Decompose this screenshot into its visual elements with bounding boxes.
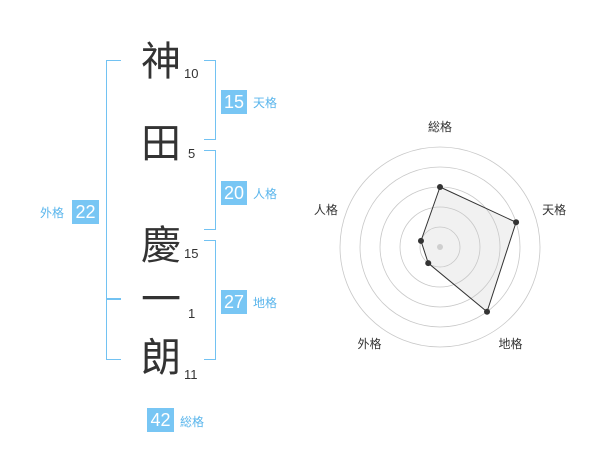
jinkaku-value-badge: 20 (221, 181, 247, 205)
stroke-count-1: 10 (184, 66, 199, 81)
radar-ring-1 (419, 226, 461, 268)
radar-axis-label-2: 天格 (542, 202, 566, 217)
radar-axis-label-3: 地格 (499, 336, 523, 351)
radar-axis-label-4: 外格 (357, 336, 381, 351)
gaikaku-bracket (106, 60, 121, 360)
radar-points (417, 184, 520, 315)
radar-center-dot (437, 244, 443, 250)
tenkaku-bracket (204, 60, 216, 140)
radar-axis-label-5: 人格 (314, 202, 338, 217)
chikaku-bracket (204, 240, 216, 360)
name-char-4: 一 (141, 277, 181, 323)
radar-data-polygon (420, 186, 517, 313)
gaikaku-bracket-divider (106, 298, 121, 300)
chikaku-label: 地格 (253, 296, 278, 310)
name-char-3: 慶 (141, 223, 181, 269)
name-char-5: 朗 (141, 335, 181, 381)
radar-point-5 (417, 237, 424, 244)
radar-point-3 (484, 308, 491, 315)
name-char-1: 神 (141, 39, 181, 85)
radar-rings (339, 146, 541, 348)
stroke-count-4: 1 (188, 306, 196, 321)
gaikaku-label: 外格 (40, 206, 65, 220)
gaikaku-value-badge: 22 (72, 200, 99, 224)
radar-point-4 (425, 260, 432, 267)
stroke-count-3: 15 (184, 246, 199, 261)
stroke-count-5: 11 (184, 367, 198, 382)
radar-point-1 (437, 184, 443, 190)
soukaku-value-badge: 42 (147, 408, 174, 432)
soukaku-label: 総格 (180, 415, 205, 429)
radar-ring-2 (399, 206, 481, 288)
name-char-2: 田 (141, 121, 181, 167)
tenkaku-label: 天格 (253, 96, 278, 110)
tenkaku-value-badge: 15 (221, 90, 247, 114)
radar-ring-5 (339, 146, 541, 348)
jinkaku-bracket (204, 150, 216, 230)
jinkaku-label: 人格 (253, 187, 278, 201)
chikaku-value-badge: 27 (221, 290, 247, 314)
radar-ring-4 (359, 166, 521, 328)
radar-axis-label-1: 総格 (428, 119, 452, 134)
stroke-count-2: 5 (188, 146, 196, 161)
radar-point-2 (513, 219, 520, 226)
